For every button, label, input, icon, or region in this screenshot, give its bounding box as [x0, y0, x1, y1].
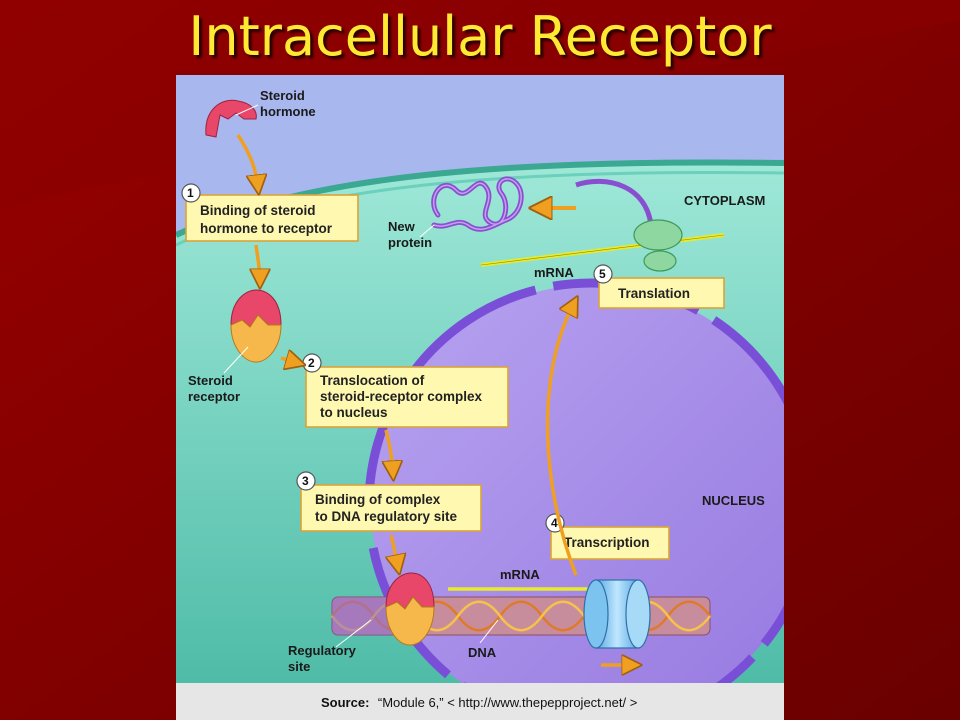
receptor-complex-on-dna-icon: [385, 572, 435, 646]
steroid-receptor-icon: [230, 289, 282, 363]
arrow-receptor-to-step2: [280, 358, 298, 363]
step-5-line-1: Translation: [618, 286, 690, 301]
step-1-box: [185, 194, 359, 242]
cytoplasm-mrna-label: mRNA: [534, 265, 574, 280]
step-4-number: 4: [551, 516, 558, 530]
arrow-step3-to-dna: [391, 534, 398, 567]
source-bar: [176, 683, 784, 720]
step-2-line-3: to nucleus: [320, 405, 388, 420]
cytoplasm-label: CYTOPLASM: [684, 193, 765, 208]
steroid-hormone-icon: [205, 99, 257, 138]
step-3-line-1: Binding of complex: [315, 492, 441, 507]
step-1-line-1: Binding of steroid: [200, 203, 316, 218]
step-2-line-1: Translocation of: [320, 373, 425, 388]
step-5-box: [598, 277, 725, 309]
nucleus-mrna-label: mRNA: [500, 567, 540, 582]
source-citation: Source: “Module 6,” < http://www.thepepp…: [321, 694, 637, 711]
step-3-box: [300, 484, 482, 532]
step-1-number: 1: [187, 186, 194, 200]
step-2-number: 2: [308, 356, 315, 370]
regulatory-site-label-1: Regulatory: [288, 643, 357, 658]
ribosome-icon: [633, 219, 683, 272]
step-4-box: [550, 526, 670, 560]
arrow-transcription-up: [545, 303, 576, 576]
step-5-number: 5: [599, 267, 606, 281]
new-protein-icon: [431, 176, 524, 232]
arrow-step2-to-step3: [386, 429, 393, 473]
step-3-number: 3: [302, 474, 309, 488]
arrow-hormone-to-step1: [236, 134, 258, 187]
steroid-hormone-label-2: hormone: [260, 104, 316, 119]
steroid-receptor-label-1: Steroid: [188, 373, 233, 388]
nucleus-label: NUCLEUS: [702, 493, 765, 508]
source-text: “Module 6,” < http://www.thepepproject.n…: [378, 695, 637, 710]
diagram-figure: Binding of steroid hormone to receptor 1…: [176, 75, 784, 720]
arrow-step1-to-receptor: [256, 244, 260, 281]
step-2-line-2: steroid-receptor complex: [320, 389, 483, 404]
step-3-line-2: to DNA regulatory site: [315, 509, 458, 524]
step-4-line-1: Transcription: [564, 535, 650, 550]
steroid-receptor-label-2: receptor: [188, 389, 240, 404]
slide-title: Intracellular Receptor: [188, 5, 772, 68]
step-1-line-2: hormone to receptor: [200, 221, 333, 236]
regulatory-site-label-2: site: [288, 659, 310, 674]
step-2-box: [305, 366, 509, 428]
dna-label: DNA: [468, 645, 497, 660]
steroid-hormone-label-1: Steroid: [260, 88, 305, 103]
rna-polymerase-icon: [583, 579, 651, 649]
new-protein-label-1: New: [388, 219, 416, 234]
source-label: Source:: [321, 695, 369, 710]
new-protein-label-2: protein: [388, 235, 432, 250]
